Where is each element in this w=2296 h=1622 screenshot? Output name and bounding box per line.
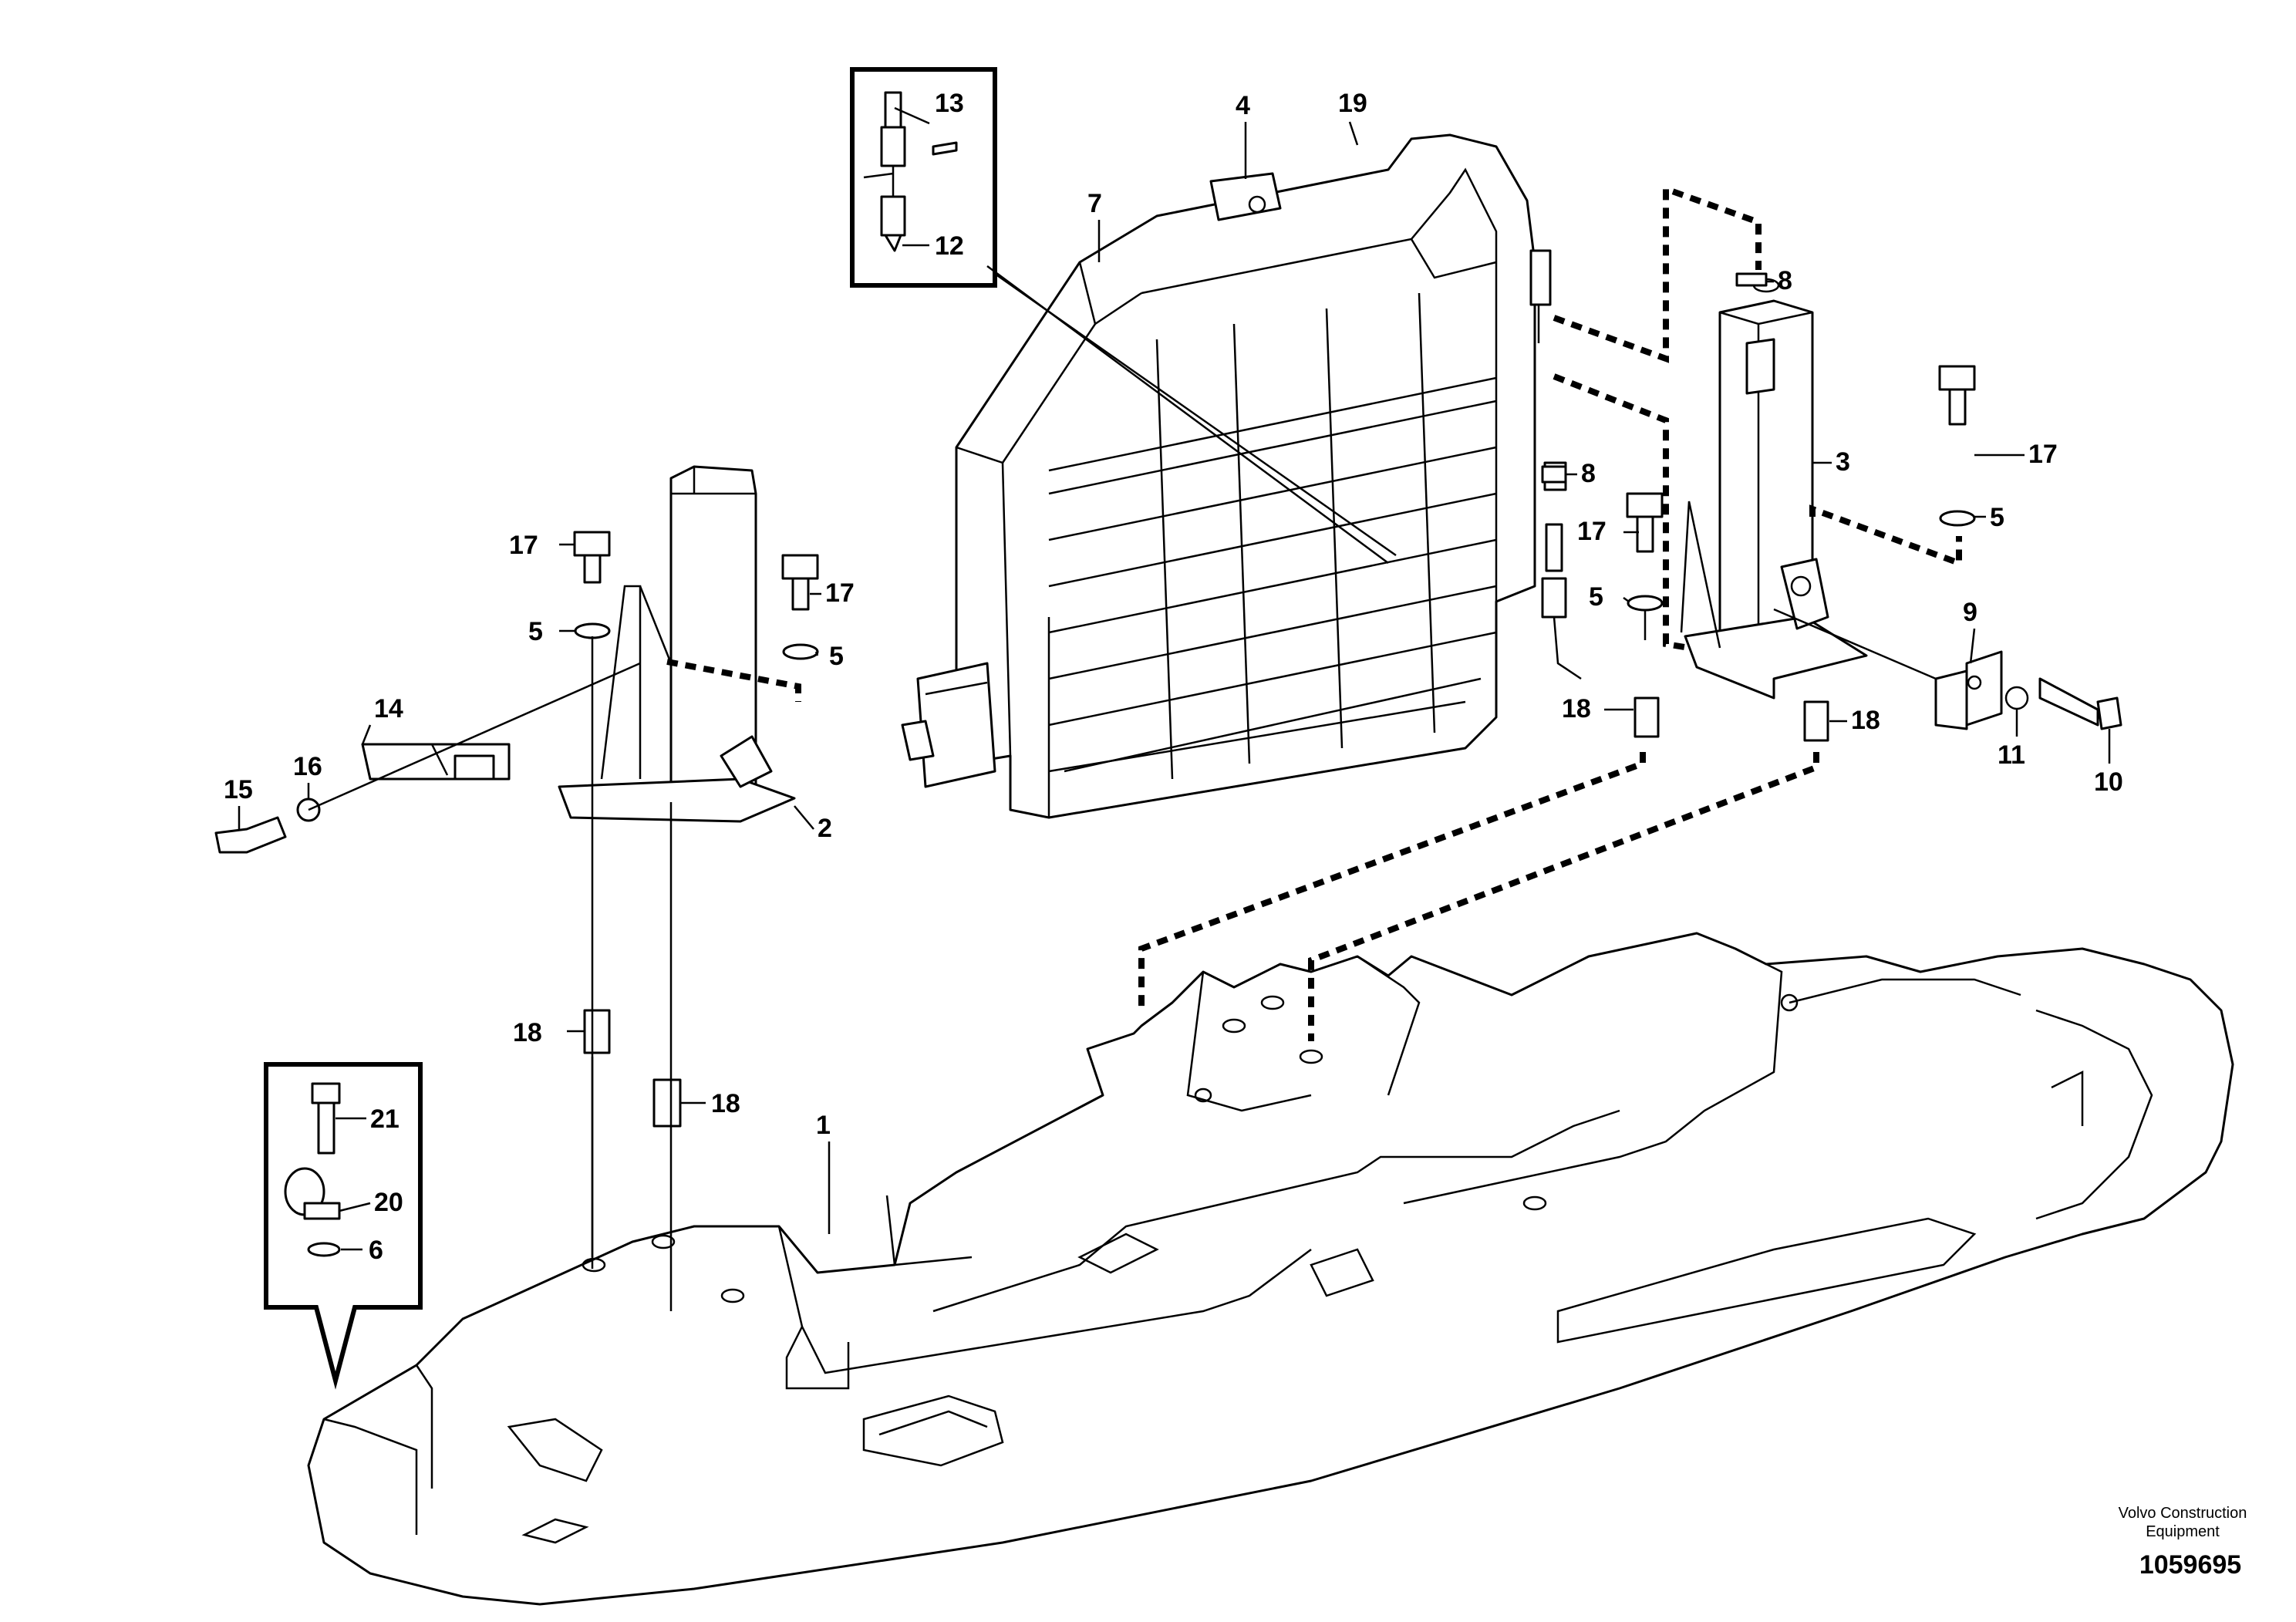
grille-frame: [901, 133, 1582, 819]
label-18: 18: [513, 1018, 542, 1047]
label-9: 9: [1963, 598, 1977, 627]
pin-detail-callout: [850, 67, 1397, 565]
document-number: 1059695: [2139, 1550, 2242, 1580]
manufacturer-line: Volvo Construction: [2118, 1505, 2247, 1522]
label-5: 5: [829, 642, 844, 671]
label-5: 5: [1990, 503, 2004, 532]
counterweight: [307, 932, 2234, 1606]
label-18: 18: [711, 1089, 740, 1118]
label-17: 17: [825, 578, 855, 608]
label-3: 3: [1836, 447, 1850, 477]
label-19: 19: [1338, 89, 1367, 118]
label-16: 16: [293, 752, 322, 781]
left-post-assembly: [214, 465, 796, 854]
label-20: 20: [374, 1188, 403, 1217]
label-4: 4: [1236, 91, 1250, 120]
label-1: 1: [816, 1111, 831, 1140]
label-18: 18: [1851, 706, 1880, 735]
washer-detail-callout: [264, 1062, 423, 1390]
part-number-labels: 13 12 4 19 7 8 8 3 17 5 17 5 17 5 17 5 9…: [224, 89, 2123, 1265]
label-15: 15: [224, 775, 253, 804]
assembly-paths: [591, 184, 1962, 1311]
label-5: 5: [1589, 582, 1603, 612]
label-8: 8: [1581, 459, 1596, 488]
label-21: 21: [370, 1104, 400, 1134]
callout-ticks: [238, 106, 2111, 1251]
label-6: 6: [369, 1236, 383, 1265]
label-11: 11: [1998, 740, 2025, 770]
label-12: 12: [935, 231, 964, 261]
label-17: 17: [1577, 517, 1607, 546]
label-13: 13: [935, 89, 964, 118]
manufacturer-line: Equipment: [2146, 1523, 2220, 1540]
label-7: 7: [1087, 189, 1102, 218]
label-10: 10: [2094, 767, 2123, 797]
fasteners: [573, 272, 1976, 1128]
label-5: 5: [528, 617, 543, 646]
label-17: 17: [2028, 440, 2058, 469]
label-2: 2: [818, 814, 832, 843]
label-17: 17: [509, 531, 538, 560]
manufacturer-caption: Volvo Construction Equipment: [2082, 1504, 2283, 1541]
label-18: 18: [1562, 694, 1591, 723]
label-8: 8: [1778, 266, 1792, 295]
right-post-assembly: [1680, 278, 2122, 730]
label-14: 14: [374, 694, 403, 723]
